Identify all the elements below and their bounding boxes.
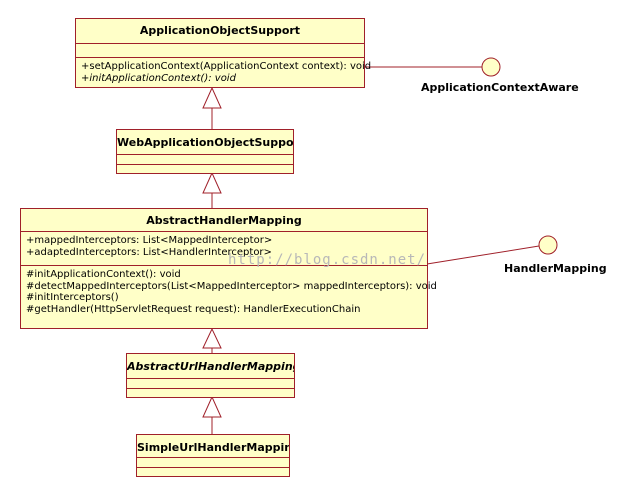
interface-label-handler-mapping: HandlerMapping (504, 262, 607, 275)
operation: +initApplicationContext(): void (81, 72, 236, 84)
watermark: http://blog.csdn.net/ (228, 252, 427, 268)
class-name: WebApplicationObjectSupport (117, 136, 293, 149)
operation: #getHandler(HttpServletRequest request):… (26, 303, 361, 315)
attribute-compartment (76, 43, 364, 58)
operation: #initApplicationContext(): void (26, 269, 181, 280)
class-application-object-support[interactable]: ApplicationObjectSupport +setApplication… (75, 18, 371, 88)
operation: #detectMappedInterceptors(List<MappedInt… (26, 280, 437, 292)
class-name: ApplicationObjectSupport (139, 24, 301, 37)
generalization-arrow-web (202, 171, 222, 194)
class-name: SimpleUrlHandlerMapping (137, 441, 289, 454)
interface-lollipop-application-context-aware (481, 57, 501, 77)
generalization-arrow-auhm (202, 395, 222, 418)
operation: +setApplicationContext(ApplicationContex… (81, 61, 372, 72)
class-abstract-handler-mapping[interactable]: AbstractHandlerMapping +mappedIntercepto… (20, 208, 437, 329)
operation-compartment (21, 265, 427, 328)
operation-compartment (137, 467, 289, 476)
operation: #initInterceptors() (26, 292, 119, 304)
operation-compartment (76, 57, 364, 87)
generalization-arrow-ahm (202, 327, 222, 349)
interface-label-application-context-aware: ApplicationContextAware (421, 81, 579, 94)
generalization-arrow-aos (202, 86, 222, 109)
attribute-list: +mappedInterceptors: List<MappedIntercep… (26, 235, 272, 258)
operation-compartment (117, 164, 293, 173)
attribute-compartment (117, 154, 293, 165)
class-name: AbstractUrlHandlerMapping (127, 360, 294, 373)
attribute-compartment (21, 231, 427, 266)
attribute: +adaptedInterceptors: List<HandlerInterc… (26, 246, 272, 258)
interface-lollipop-handler-mapping (538, 235, 558, 255)
realization-line-handler-mapping (426, 245, 540, 265)
class-simple-url-handler-mapping[interactable]: SimpleUrlHandlerMapping (136, 434, 290, 477)
class-name: AbstractHandlerMapping (146, 214, 302, 227)
attribute-compartment (127, 378, 294, 389)
class-abstract-url-handler-mapping[interactable]: AbstractUrlHandlerMapping (126, 353, 295, 398)
attribute: +mappedInterceptors: List<MappedIntercep… (26, 235, 273, 246)
operation-compartment (127, 388, 294, 397)
attribute-compartment (137, 457, 289, 468)
operation-list: #initApplicationContext(): void #detectM… (26, 269, 437, 315)
class-web-application-object-support[interactable]: WebApplicationObjectSupport (116, 129, 294, 174)
operation-list: +setApplicationContext(ApplicationContex… (81, 61, 371, 84)
